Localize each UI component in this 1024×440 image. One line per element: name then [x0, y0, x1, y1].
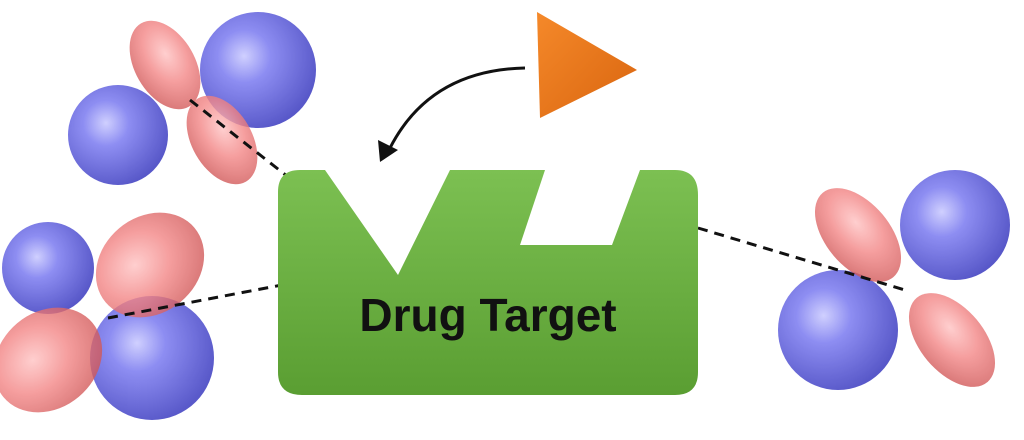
orbital-bottom-left — [0, 212, 214, 420]
interaction-line — [189, 98, 293, 182]
drug-target-label: Drug Target — [359, 289, 617, 341]
drug-target-shape — [278, 170, 698, 395]
orbital-top-left — [68, 12, 316, 185]
interaction-line — [107, 283, 283, 320]
interaction-line — [697, 226, 906, 292]
arrowhead-icon — [378, 140, 398, 162]
orbital-right — [778, 170, 1010, 390]
binding-arrow — [388, 66, 526, 149]
ligand-triangle — [537, 12, 637, 118]
